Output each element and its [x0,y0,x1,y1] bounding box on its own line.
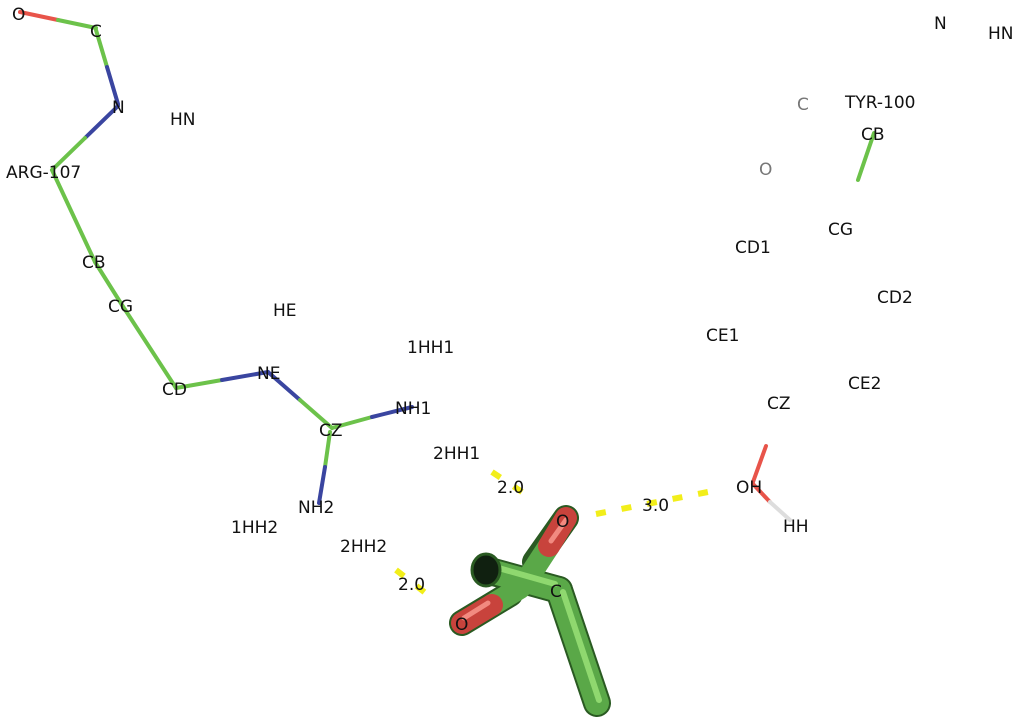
bond-cz-nh1-nitrogen-half [370,405,414,419]
tyr-labels: N HN C TYR-100 CB O CG CD1 CD2 CE1 CE2 C… [706,14,1014,537]
atom-label: C [797,95,809,115]
ligand-cut-end [470,552,502,588]
bond-ca-cb [50,168,97,264]
arg-labels: O C N HN ARG-107 CB CG HE 1HH1 NE CD NH1… [6,5,480,557]
atom-label: N [934,14,947,34]
atom-label: O [12,5,25,25]
residue-label: ARG-107 [6,163,81,183]
ligand-highlight-c-o1 [548,517,569,544]
bond-cb-cg [93,260,124,307]
bond-c-n-carbon-half [94,28,109,69]
atom-label: O [556,512,569,532]
atom-label: 2HH1 [433,444,480,464]
distance-label: 3.0 [642,496,669,516]
bond-tyr-cb-cg [856,131,876,182]
hbond-dashes [394,469,719,601]
atom-label: 2HH2 [340,537,387,557]
atom-label: CB [82,253,106,273]
ligand-highlight-c-back [492,564,558,587]
atom-label: CD1 [735,238,771,258]
atom-label: CD2 [877,288,913,308]
atom-label: O [455,615,468,635]
bond-cg-cd [120,303,178,390]
atom-label: HN [988,24,1014,44]
bond-cd-ne-nitrogen-half [220,370,270,382]
bond-o-c-oxygen-half [18,10,60,22]
atom-label: 1HH2 [231,518,278,538]
ligand-bond-c-back [478,559,571,602]
ligand-highlight-c-o2 [461,600,491,621]
hbond-2hh2-ligand [394,567,434,601]
atom-label: OH [736,478,762,498]
atom-label: HE [273,301,297,321]
ligand-labels: O C O [455,512,569,635]
atom-label: CD [162,380,187,400]
bond-oh-hh-hydrogen-half [768,500,792,522]
atom-label: CG [828,220,853,240]
bond-ne-cz-carbon-half [298,398,334,430]
atom-label: CE1 [706,326,739,346]
atom-label: HH [783,517,809,537]
distance-labels: 2.0 3.0 2.0 [398,478,669,595]
atom-label: O [759,160,772,180]
bond-n-ca-nitrogen-half [83,104,120,140]
bond-n-ca-carbon-half [50,136,87,172]
bond-cz-nh2-nitrogen-half [317,465,327,505]
atom-label: HN [170,110,196,130]
bond-c-n-nitrogen-half [105,65,120,106]
hbond-2hh1-ligand [490,469,533,501]
bond-cz-nh2-carbon-half [323,430,332,469]
ligand-bond-c-o2-oxygen [451,594,503,634]
atom-label: NE [257,364,280,384]
atom-label: NH2 [298,498,334,518]
bond-o-c-carbon-half [56,18,98,30]
atom-label: CB [861,125,885,145]
ligand-highlight-c-c [560,589,602,703]
bond-oh-hh-oxygen-half [751,482,772,504]
atom-label: CG [108,297,133,317]
bond-ne-cz-nitrogen-half [266,370,302,402]
distance-label: 2.0 [497,478,524,498]
bond-tyr-cz-oh [751,444,768,484]
atom-label: CZ [767,394,791,414]
atom-label: N [112,98,125,118]
atom-label: C [90,22,102,42]
atom-label: C [550,582,562,602]
bond-cz-nh1-carbon-half [330,415,374,430]
ligand-sticks [449,505,611,717]
residue-label: TYR-100 [844,93,915,113]
atom-label: NH1 [395,399,431,419]
distance-label: 2.0 [398,575,425,595]
arg-sticks [18,10,414,505]
bond-cd-ne-carbon-half [174,378,224,390]
atom-label: 1HH1 [407,338,454,358]
atom-label: CE2 [848,374,881,394]
atom-label: CZ [319,421,343,441]
tyr-sticks [751,131,876,522]
